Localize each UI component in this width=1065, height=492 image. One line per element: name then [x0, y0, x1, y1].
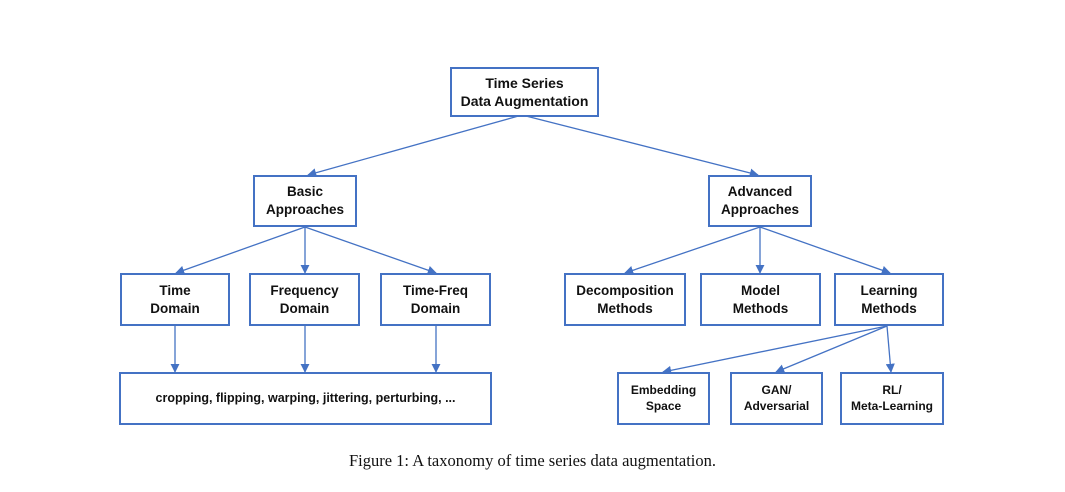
node-embedding-space: Embedding Space — [617, 372, 710, 425]
node-gan-line2: Adversarial — [743, 398, 810, 413]
node-embedding-line2: Space — [645, 398, 682, 413]
node-frequency-domain-line1: Frequency — [270, 282, 339, 298]
node-learning-methods: Learning Methods — [834, 273, 944, 326]
node-frequency-domain: Frequency Domain — [249, 273, 360, 326]
node-advanced-approaches: Advanced Approaches — [708, 175, 812, 227]
node-learning-line1: Learning — [860, 282, 918, 298]
edge-root-basic — [307, 114, 523, 178]
edge-root-advanced — [521, 114, 759, 178]
node-model-line2: Methods — [732, 300, 789, 316]
edge-learning-gan — [775, 325, 888, 374]
node-model-line1: Model — [741, 282, 780, 298]
node-frequency-domain-line2: Domain — [279, 300, 330, 316]
edge-basic-timefreq — [304, 226, 437, 275]
node-basic-line1: Basic — [286, 184, 324, 200]
node-basic-approaches: Basic Approaches — [253, 175, 357, 227]
node-rl-line2: Meta-Learning — [850, 398, 933, 413]
node-time-domain-line1: Time — [159, 282, 191, 298]
node-learning-line2: Methods — [861, 300, 917, 316]
node-basic-examples-text: cropping, flipping, warping, jittering, … — [155, 391, 456, 406]
node-root-line2: Data Augmentation — [460, 93, 589, 109]
edge-learning-embedding — [662, 325, 888, 375]
node-root-line1: Time Series — [485, 74, 564, 91]
edge-advanced-decomposition — [624, 226, 761, 275]
node-root: Time Series Data Augmentation — [450, 67, 599, 117]
node-rl-line1: RL/ — [882, 382, 902, 397]
node-decomposition-line1: Decomposition — [576, 282, 674, 298]
node-gan-line1: GAN/ — [761, 382, 792, 397]
node-basic-examples: cropping, flipping, warping, jittering, … — [119, 372, 492, 425]
node-time-domain: Time Domain — [120, 273, 230, 326]
figure-caption: Figure 1: A taxonomy of time series data… — [348, 451, 717, 470]
node-advanced-line1: Advanced — [727, 184, 793, 200]
edge-learning-rl — [885, 325, 895, 373]
edge-basic-time — [175, 226, 306, 275]
node-rl-meta-learning: RL/ Meta-Learning — [840, 372, 944, 425]
node-timefreq-domain-line2: Domain — [410, 300, 461, 316]
node-timefreq-domain-line1: Time-Freq — [402, 282, 468, 298]
node-model-methods: Model Methods — [700, 273, 821, 326]
node-time-domain-line2: Domain — [150, 300, 200, 316]
edge-advanced-learning — [759, 226, 891, 275]
node-decomposition-methods: Decomposition Methods — [564, 273, 686, 326]
node-timefreq-domain: Time-Freq Domain — [380, 273, 491, 326]
node-advanced-line2: Approaches — [720, 202, 800, 217]
node-gan-adversarial: GAN/ Adversarial — [730, 372, 823, 425]
node-decomposition-line2: Methods — [597, 300, 653, 316]
node-embedding-line1: Embedding — [630, 382, 697, 397]
node-basic-line2: Approaches — [265, 202, 345, 217]
